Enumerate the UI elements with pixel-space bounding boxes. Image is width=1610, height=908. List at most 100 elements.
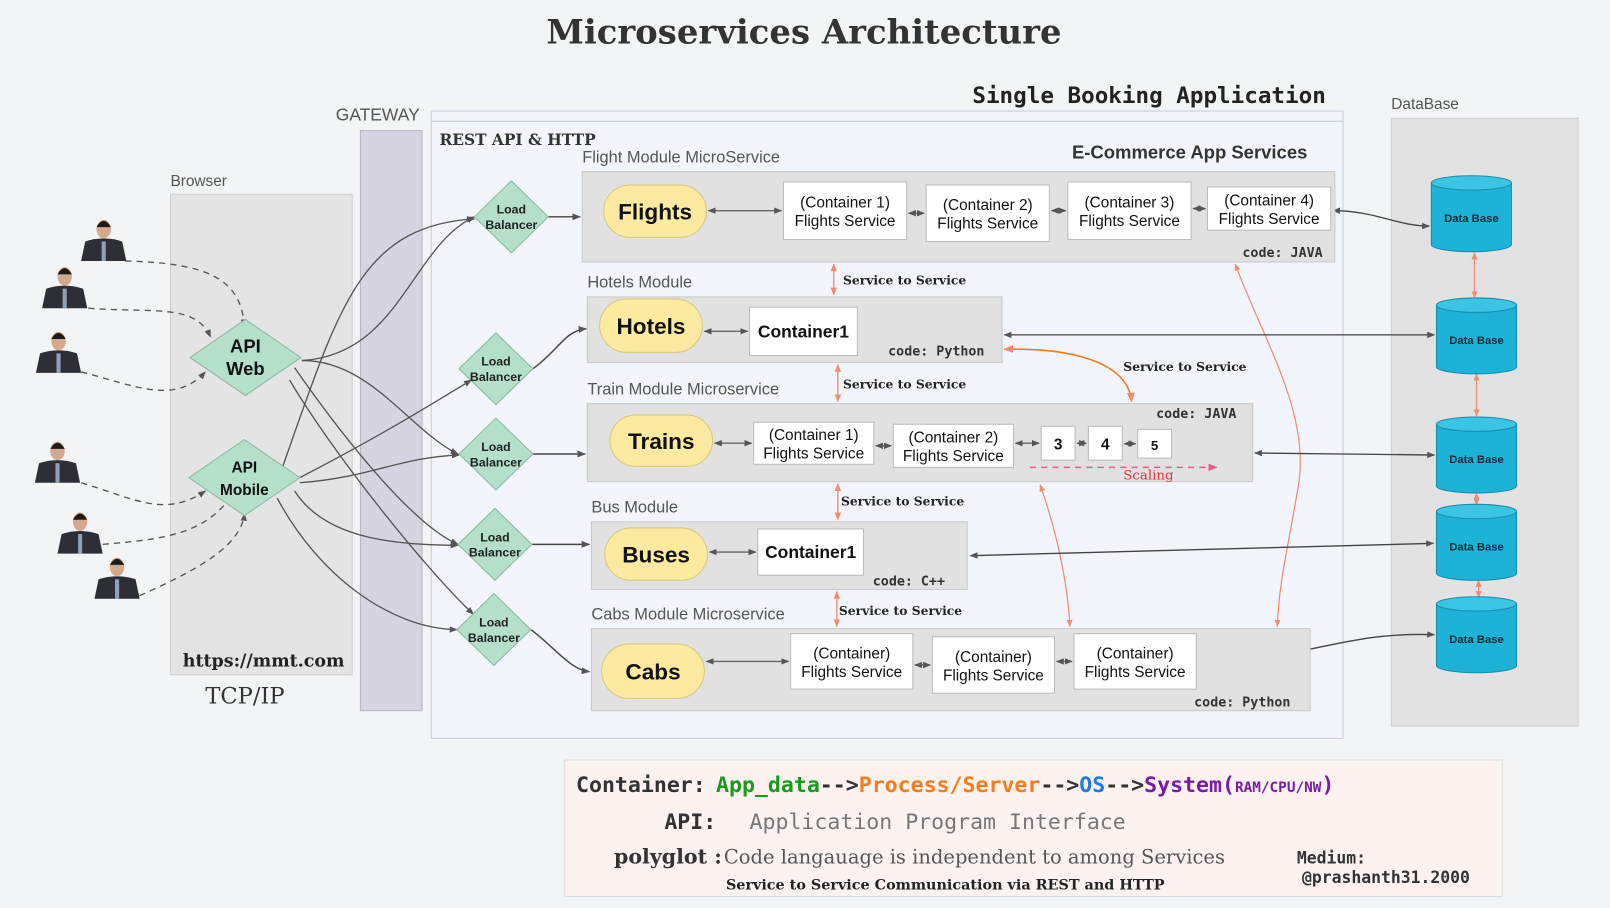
service-name: Buses [622, 542, 690, 567]
container-box[interactable] [1073, 633, 1197, 690]
protocol-label: TCP/IP [205, 684, 284, 710]
container-box[interactable] [931, 636, 1056, 694]
legend-box: Container:App_data-->Process/Server-->OS… [564, 759, 1503, 898]
database-icon[interactable]: Data Base [1435, 416, 1518, 494]
user-icon [34, 441, 81, 483]
container-box[interactable] [892, 423, 1014, 468]
service-pill[interactable] [601, 643, 705, 699]
container-box[interactable] [757, 528, 865, 576]
api-to-lb-arrow [294, 490, 459, 549]
container-box[interactable] [1040, 425, 1076, 461]
api-to-lb-arrow [294, 367, 459, 545]
container-service: Flights Service [1219, 211, 1320, 228]
user-tie [55, 463, 60, 483]
container-box[interactable] [1087, 425, 1123, 461]
api-to-lb-arrow [301, 216, 476, 362]
rest-label: REST API & HTTP [439, 131, 596, 149]
service-name: Hotels [616, 314, 685, 339]
api-to-lb-arrow [276, 497, 458, 633]
medium-handle: @prashanth31.2000 [1302, 868, 1470, 887]
container-service: Flights Service [801, 664, 902, 681]
module-flights: Flight Module MicroServiceFlights(Contai… [581, 148, 1336, 263]
database-body [1430, 182, 1512, 253]
service-link [1003, 345, 1135, 403]
container-box[interactable] [753, 421, 875, 465]
load-balancer-label: Balancer [468, 631, 520, 645]
user-request-arrow [80, 371, 206, 391]
code-language: code: Python [888, 344, 984, 359]
user-request-arrow [125, 260, 248, 328]
load-balancer-label: Balancer [470, 455, 522, 469]
container-title: 4 [1101, 436, 1110, 453]
user-tie [78, 534, 83, 554]
database-icon[interactable]: Data Base [1430, 175, 1512, 253]
definition-part: Container: [576, 773, 706, 798]
container-title: Container1 [758, 321, 849, 341]
legend-background [564, 759, 1503, 898]
container-box[interactable] [782, 181, 908, 240]
definition-part: --> [820, 773, 859, 798]
user-request-arrow [80, 482, 207, 506]
definition-part: App_data [716, 773, 820, 798]
module-label: Bus Module [591, 499, 678, 517]
user-icon [81, 219, 127, 261]
lb-to-service-arrow [532, 326, 588, 370]
services-label: E-Commerce App Services [1072, 141, 1307, 162]
container-box[interactable] [1206, 186, 1332, 231]
api-web-label: API [230, 335, 261, 356]
communication-note: Service to Service Communication via RES… [726, 877, 1165, 893]
service-pill[interactable] [603, 184, 707, 238]
definition-part: Process/Server [859, 773, 1041, 798]
code-language: code: JAVA [1242, 246, 1322, 261]
database-icon[interactable]: Data Base [1435, 297, 1518, 375]
user-hair [50, 442, 65, 449]
api-definition-key: API: [664, 810, 716, 835]
load-balancer-label: Load [481, 440, 510, 454]
browser-url: https://mmt.com [183, 652, 345, 672]
container-box[interactable] [749, 306, 858, 356]
gateway-label: GATEWAY [336, 104, 420, 124]
database-body [1435, 423, 1518, 494]
api-web-label: Web [226, 358, 265, 379]
database-icon[interactable]: Data Base [1435, 596, 1518, 674]
service-pill[interactable] [604, 527, 708, 581]
service-link [1039, 484, 1073, 628]
container-box[interactable] [1067, 181, 1192, 240]
user-request-arrow [88, 307, 212, 338]
api-definition-value: Application Program Interface [750, 810, 1126, 835]
container-definition: Container:App_data-->Process/Server-->OS… [576, 773, 1334, 798]
definition-part: System( [1144, 773, 1235, 798]
container-box[interactable] [925, 184, 1050, 242]
load-balancer-label: Balancer [469, 546, 521, 560]
container-box[interactable] [790, 633, 914, 690]
code-language: code: C++ [873, 574, 945, 589]
code-language: code: Python [1194, 696, 1290, 711]
service-to-db-arrow [1253, 449, 1436, 459]
api-mobile-shape [188, 439, 301, 517]
user-icon [57, 512, 103, 554]
api-mobile-label: Mobile [220, 482, 269, 499]
user-icon [42, 267, 88, 309]
user-hair [96, 220, 111, 228]
polyglot-value: Code langauage is independent to among S… [724, 846, 1225, 869]
user-icon [94, 557, 140, 599]
database-label: Data Base [1449, 335, 1504, 347]
database-label: DataBase [1391, 96, 1459, 113]
api-to-lb-arrow [301, 359, 459, 455]
container-title: (Container 1) [769, 427, 859, 444]
database-icon[interactable]: Data Base [1435, 503, 1518, 581]
container-title: Container1 [765, 542, 856, 562]
service-pill[interactable] [599, 298, 703, 353]
service-link-label: Service to Service [1123, 359, 1246, 374]
service-pill[interactable] [609, 414, 714, 467]
container-box[interactable] [1137, 428, 1173, 459]
container-service: Flights Service [903, 448, 1004, 465]
